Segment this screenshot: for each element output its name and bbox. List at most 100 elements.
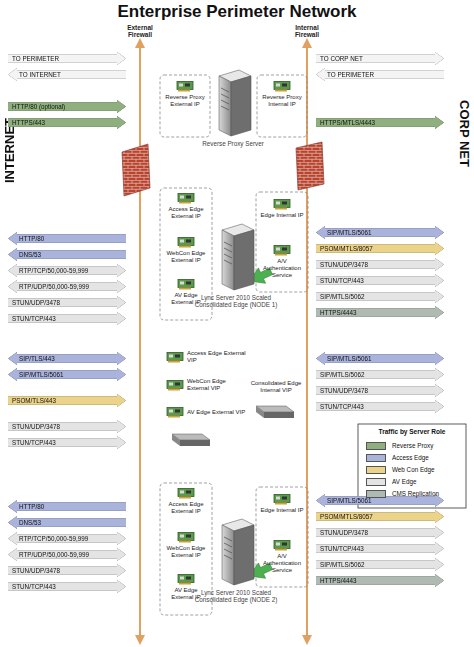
protocol-label: STUN/TCP/443 (8, 580, 126, 593)
zone-label: INTERNET (2, 118, 17, 183)
protocol-label: PSOM/MTLS/8057 (316, 242, 444, 255)
interface-node: WebCon Edge External IP (163, 531, 209, 559)
icon-part (276, 202, 280, 205)
icon-part (168, 360, 180, 362)
interface-node: WebCon Edge External VIP (166, 378, 246, 392)
icon-part (276, 84, 280, 87)
icon-part (178, 575, 194, 583)
icon-part (175, 410, 180, 413)
icon-part (224, 260, 232, 264)
icon-part (179, 541, 191, 543)
interface-label: WebCon Edge External IP (163, 545, 209, 559)
firewall-label: Internal Firewall (283, 24, 331, 38)
icon-part (275, 208, 287, 210)
traffic-arrow: STUN/UDP/3478 (316, 526, 444, 539)
icon-part (282, 543, 287, 546)
protocol-label: TO CORP NET (316, 52, 444, 65)
protocol-label: STUN/UDP/3478 (316, 526, 444, 539)
traffic-arrow: HTTP/80 (8, 500, 126, 513)
icon-part (178, 489, 194, 497)
traffic-arrow: SIP/MTLS/5061 (316, 226, 444, 239)
interface-node: Reverse Proxy External IP (163, 80, 207, 108)
icon-part (186, 577, 191, 580)
protocol-label: STUN/TCP/443 (8, 436, 126, 449)
interface-node: Edge Internal IP (259, 198, 305, 219)
icon-part (273, 80, 291, 92)
icon-part (224, 555, 232, 559)
interface-label: Edge Internal IP (259, 212, 305, 219)
interface-label: Access Edge External IP (163, 206, 209, 220)
icon-part (273, 244, 291, 256)
icon-part (178, 194, 194, 202)
icon-part (166, 406, 184, 418)
interface-label: Edge Internal IP (259, 507, 305, 514)
icon-part (224, 537, 232, 541)
icon-part (180, 240, 184, 243)
icon-part (274, 82, 290, 90)
firewall-arrowhead (302, 38, 312, 48)
traffic-arrow: TO PERIMETER (316, 68, 444, 81)
icon-part (219, 76, 231, 136)
server-caption: Reverse Proxy Server (198, 140, 268, 147)
icon-part (180, 282, 184, 285)
interface-label: A/V Authentication Service (259, 258, 305, 278)
icon-part (180, 535, 184, 538)
legend-swatch (366, 454, 386, 462)
icon-part (224, 248, 232, 252)
icon-part (175, 354, 180, 357)
interface-label: A/V Authentication Service (259, 553, 305, 573)
protocol-label: SIP/MTLS/5062 (316, 558, 444, 571)
protocol-label: HTTPS/4443 (316, 306, 444, 319)
icon-part (179, 84, 183, 87)
interface-node: Access Edge External IP (163, 192, 209, 220)
protocol-label: STUN/TCP/443 (316, 274, 444, 287)
server-caption: Lync Server 2010 Scaled Consolidated Edg… (186, 294, 286, 308)
protocol-label: SIP/MTLS/5061 (8, 368, 126, 381)
interface-label: WebCon Edge External IP (163, 250, 209, 264)
server-node: Reverse Proxy Server (198, 68, 268, 147)
protocol-label: DNS/53 (8, 516, 126, 529)
protocol-label: TO PERIMETER (8, 52, 126, 65)
legend-text: Access Edge (392, 454, 429, 461)
protocol-label: RTP/UDP/50,000-59,999 (8, 548, 126, 561)
interface-node: Consolidated Edge Internal VIP (246, 380, 306, 394)
legend-swatch (366, 478, 386, 486)
protocol-label: SIP/TLS/443 (8, 352, 126, 365)
interface-node: WebCon Edge External IP (163, 236, 209, 264)
protocol-label: DNS/53 (8, 248, 126, 261)
icon-part (221, 88, 229, 92)
traffic-arrow: PSOM/TLS/443 (8, 394, 126, 407)
protocol-label: STUN/UDP/3478 (8, 564, 126, 577)
protocol-label: SIP/MTLS/5061 (316, 352, 444, 365)
protocol-label: TO INTERNET (8, 68, 126, 81)
interface-node: A/V Authentication Service (259, 244, 305, 278)
traffic-arrow: PSOM/MTLS/8057 (316, 510, 444, 523)
firewall-arrowhead (135, 38, 145, 48)
icon-part (176, 80, 194, 92)
traffic-arrow: STUN/UDP/3478 (316, 384, 444, 397)
traffic-arrow: HTTP/80 (8, 232, 126, 245)
firewall-bricks (122, 144, 150, 196)
interface-node: Access Edge External VIP (166, 350, 246, 364)
legend-text: Reverse Proxy (392, 442, 433, 449)
icon-part (273, 539, 291, 551)
load-balancer-device (180, 440, 210, 446)
internal-firewall-line (306, 46, 308, 638)
icon-part (179, 202, 191, 204)
icon-part (178, 280, 194, 288)
interface-label: Reverse Proxy Internal IP (259, 94, 305, 108)
icon-part (179, 583, 191, 585)
icon-part (177, 82, 193, 90)
traffic-arrow: STUN/UDP/3478 (8, 296, 126, 309)
icon-part (178, 238, 194, 246)
icon-part (224, 543, 232, 547)
protocol-label: HTTP/80 (optional) (8, 100, 126, 113)
traffic-arrow: DNS/53 (8, 516, 126, 529)
icon-part (169, 354, 173, 357)
protocol-label: SIP/MTLS/5061 (316, 226, 444, 239)
protocol-label: STUN/UDP/3478 (316, 258, 444, 271)
interface-node: A/V Authentication Service (259, 539, 305, 573)
traffic-arrow: RTP/TCP/50,000-59,999 (8, 264, 126, 277)
icon-part (274, 541, 290, 549)
